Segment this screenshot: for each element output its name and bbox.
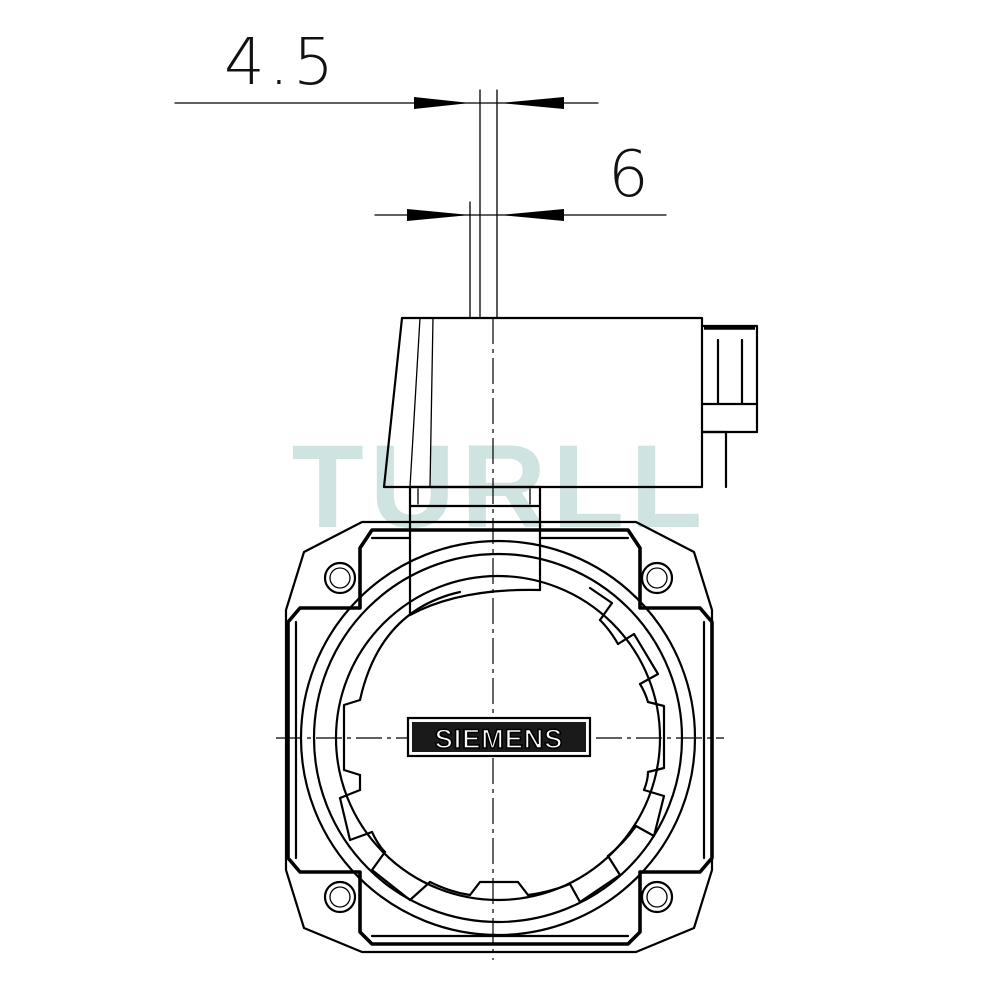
dimension-4-5: 4.5 (174, 26, 599, 319)
brand-badge-text: SIEMENS (435, 724, 564, 754)
brand-badge: SIEMENS (406, 716, 592, 758)
mounting-flange (284, 520, 714, 954)
dimension-label-6: 6 (608, 138, 653, 212)
dimension-6: 6 (374, 138, 667, 319)
screw-hole-top-left (323, 561, 357, 595)
dimension-label-4-5: 4.5 (224, 26, 338, 100)
terminal-housing (382, 316, 759, 508)
screw-hole-top-right (640, 561, 674, 595)
screw-hole-bottom-left (323, 880, 357, 914)
screw-hole-bottom-right (640, 880, 674, 914)
